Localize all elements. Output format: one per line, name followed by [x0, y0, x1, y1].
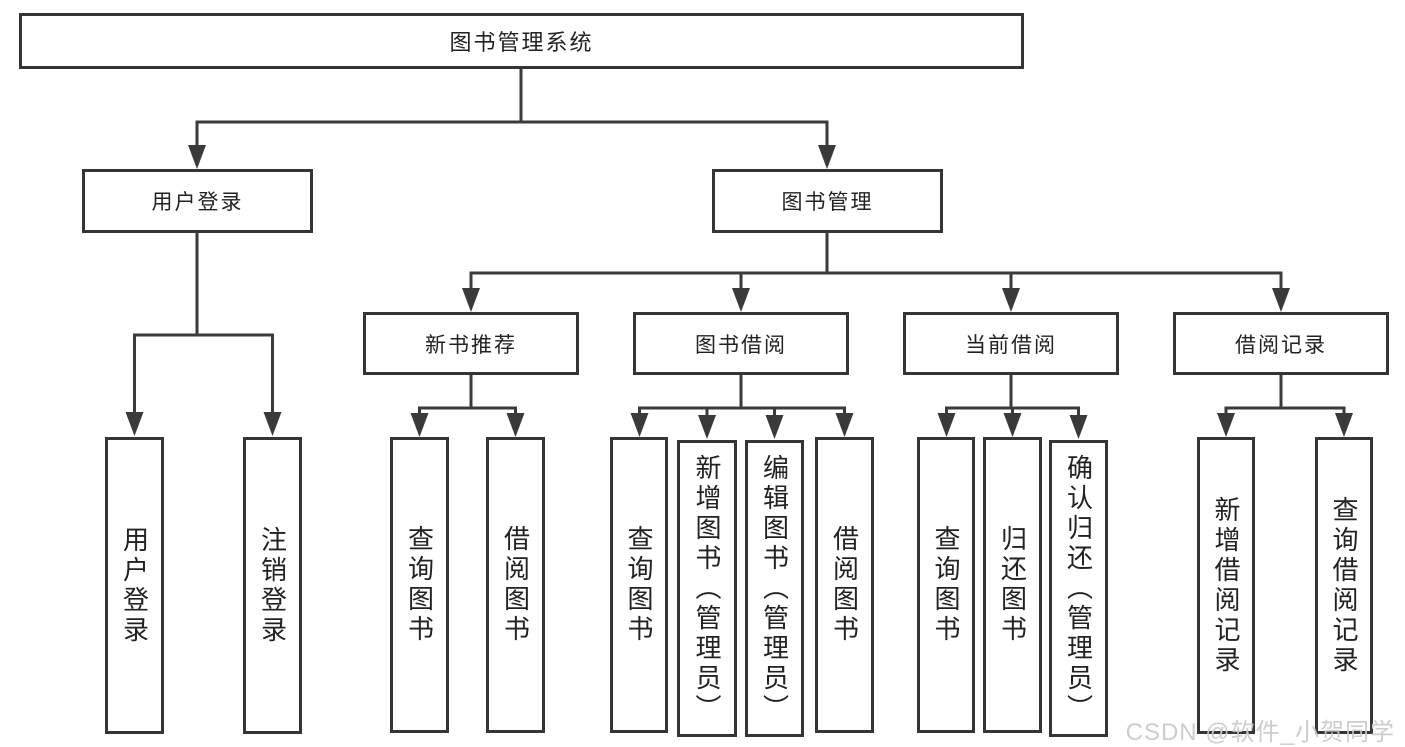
leaf-query-books-2: 查询图书 [610, 437, 668, 733]
leaf-query-borrow-record: 查询借阅记录 [1315, 437, 1373, 734]
node-new-book-recommend: 新书推荐 [363, 312, 579, 375]
node-user-login: 用户登录 [82, 169, 313, 233]
node-library-management-system: 图书管理系统 [19, 13, 1024, 69]
node-label: 用户登录 [151, 191, 244, 214]
node-label: 借阅图书 [500, 525, 531, 645]
node-label: 借阅图书 [829, 525, 860, 645]
node-label: 借阅记录 [1235, 333, 1327, 357]
leaf-add-borrow-record: 新增借阅记录 [1197, 437, 1255, 734]
arrowheads [125, 145, 1353, 439]
csdn-watermark: CSDN @软件_小贺同学 [1125, 719, 1395, 746]
node-label: 新增图书（管理员） [692, 453, 722, 724]
node-label: 查询借阅记录 [1329, 495, 1359, 676]
node-book-management: 图书管理 [712, 169, 943, 233]
leaf-query-books-3: 查询图书 [917, 437, 975, 733]
node-borrowing-records: 借阅记录 [1173, 312, 1389, 375]
node-label: 查询图书 [404, 525, 435, 645]
node-label: 编辑图书（管理员） [759, 453, 790, 724]
leaf-borrow-books-2: 借阅图书 [815, 437, 874, 733]
node-label: 注销登录 [257, 525, 288, 646]
node-label: 查询图书 [624, 525, 654, 645]
node-label: 查询图书 [931, 525, 961, 645]
node-label: 用户登录 [119, 525, 150, 646]
node-book-borrowing: 图书借阅 [633, 312, 849, 375]
tree-edges [133, 67, 1346, 419]
node-label: 确认归还（管理员） [1063, 453, 1094, 724]
node-label: 新增借阅记录 [1211, 495, 1241, 676]
node-label: 当前借阅 [965, 333, 1057, 357]
leaf-return-books: 归还图书 [983, 437, 1042, 733]
node-label: 图书管理系统 [449, 30, 594, 55]
leaf-edit-books-admin: 编辑图书（管理员） [745, 440, 804, 737]
node-label: 归还图书 [997, 525, 1028, 645]
leaf-confirm-return-admin: 确认归还（管理员） [1049, 440, 1108, 737]
leaf-borrow-books-1: 借阅图书 [486, 437, 545, 733]
node-current-borrowing: 当前借阅 [903, 312, 1119, 375]
node-label: 新书推荐 [425, 333, 517, 357]
node-label: 图书管理 [781, 191, 874, 214]
leaf-add-books-admin: 新增图书（管理员） [677, 440, 737, 737]
leaf-user-login: 用户登录 [105, 437, 164, 734]
node-label: 图书借阅 [695, 333, 787, 357]
leaf-logout: 注销登录 [243, 437, 302, 734]
leaf-query-books-1: 查询图书 [390, 437, 449, 733]
